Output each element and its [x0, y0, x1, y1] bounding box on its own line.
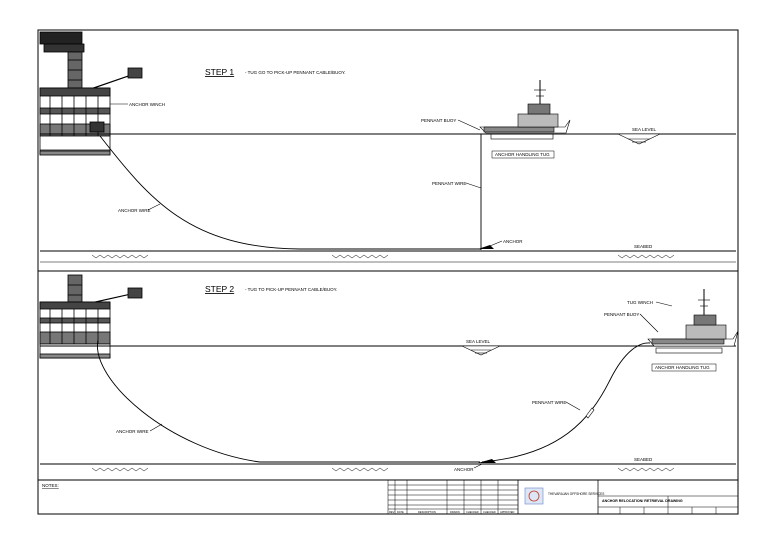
rev-header-date: DATE [397, 510, 404, 514]
rev-header-description: DESCRIPTION [418, 510, 436, 514]
platform-rig-1 [39, 31, 143, 156]
anchor-handling-tug-1 [479, 80, 571, 140]
rev-header-checked-2: CHECKED [483, 510, 496, 514]
tug-label-box-2 [651, 363, 717, 372]
tug-winch-leader-2 [655, 301, 673, 307]
pennant-buoy-label-1: PENNANT BUOY [421, 118, 456, 123]
step-1-panel: ANCHOR WINCH STEP 1 - TUG GO TO PICK-UP … [39, 31, 736, 263]
step-1-description: - TUG GO TO PICK-UP PENNANT CABLE/BUOY. [245, 70, 346, 75]
anchor-wire-label-1: ANCHOR WIRE [118, 208, 151, 213]
seabed-label-2: SEABED [634, 457, 653, 462]
anchor-wire-leader-1 [147, 203, 161, 211]
step-2-panel: STEP 2 - TUG TO PICK-UP PENNANT CABLE/BU… [39, 274, 739, 472]
anchor-leader-1 [489, 240, 503, 247]
revision-table [387, 479, 519, 515]
tug-label-box-1 [491, 150, 555, 159]
sea-level-symbol-1 [617, 133, 661, 145]
platform-rig-2 [39, 274, 143, 359]
step-2-description: - TUG TO PICK-UP PENNANT CABLE/BUOY. [245, 287, 337, 292]
anchor-wire-1 [99, 135, 481, 250]
step-2-title: STEP 2 [205, 284, 234, 294]
anchor-handling-tug-2 [647, 289, 739, 354]
rev-header-drawn: DRAWN [450, 510, 460, 514]
pennant-buoy-leader-1 [457, 119, 481, 131]
sea-level-symbol-2 [461, 345, 501, 356]
pennant-wire-leader-2 [565, 401, 581, 411]
anchor-leader-2 [473, 463, 483, 469]
pennant-buoy-marker-2 [585, 407, 595, 419]
tug-label-1: ANCHOR HANDLING TUG [495, 152, 550, 157]
anchor-label-2: ANCHOR [454, 467, 474, 472]
anchor-2 [478, 459, 496, 463]
seabed-hatch-2 [91, 467, 675, 472]
rev-header-rev: REV [389, 510, 395, 514]
pennant-buoy-leader-2 [639, 313, 659, 333]
anchor-winch-label-1: ANCHOR WINCH [129, 102, 165, 107]
company-name: THEVARAJAN OFFSHORE SERVICES [548, 492, 604, 496]
pennant-wire-label-1: PENNANT WIRE [432, 181, 466, 186]
seabed-label-1: SEABED [634, 244, 653, 249]
drawing-title-box [597, 479, 739, 515]
tug-winch-label-2: TUG WINCH [627, 300, 653, 305]
notes-label: NOTES: [42, 483, 59, 488]
anchor-label-1: ANCHOR [503, 239, 523, 244]
rev-header-approved: APPROVED [500, 510, 515, 514]
pennant-buoy-label-2: PENNANT BUOY [604, 312, 639, 317]
title-block: NOTES: REV DATE DESCRIPTION DRAWN CHECKE… [42, 479, 739, 515]
pennant-wire-2 [481, 342, 651, 463]
seabed-hatch-1 [91, 254, 675, 259]
anchor-wire-leader-2 [149, 423, 163, 432]
anchor-wire-label-2: ANCHOR WIRE [116, 429, 149, 434]
company-logo [524, 487, 544, 505]
pennant-wire-label-2: PENNANT WIRE [532, 400, 566, 405]
drawing-title: ANCHOR RELOCATION/ RETRIEVAL DRAWING [602, 499, 683, 503]
anchor-wire-2 [97, 339, 480, 463]
sea-level-label-1: SEA LEVEL [632, 127, 657, 132]
rev-header-checked-1: CHECKED [466, 510, 479, 514]
step-1-title: STEP 1 [205, 67, 234, 77]
tug-label-2: ANCHOR HANDLING TUG [655, 365, 710, 370]
sea-level-label-2: SEA LEVEL [466, 339, 491, 344]
pennant-wire-leader-1 [465, 182, 482, 189]
